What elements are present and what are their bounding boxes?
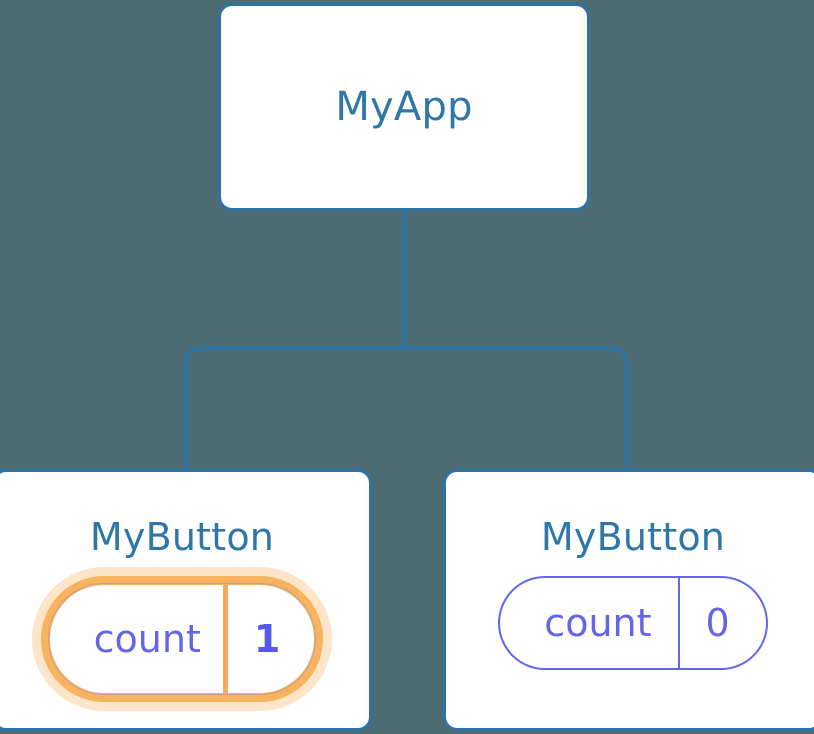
node-myapp[interactable]: MyApp: [218, 3, 590, 211]
state-value-label: 0: [705, 601, 730, 645]
state-pill-highlighted[interactable]: count 1: [40, 576, 324, 702]
node-title: MyButton: [89, 515, 275, 559]
node-title: MyApp: [335, 84, 473, 130]
node-mybutton-left[interactable]: MyButton count 1: [0, 469, 372, 731]
state-pill-value: 0: [677, 578, 766, 668]
state-pill-area: count 1: [40, 576, 324, 702]
state-key-label: count: [544, 601, 652, 645]
state-pill-key: count: [50, 585, 223, 693]
state-pill-value: 1: [222, 585, 314, 693]
connector-branch-bar: [184, 346, 629, 472]
state-pill-plain[interactable]: count 0: [498, 576, 768, 670]
state-value-label: 1: [253, 617, 281, 661]
state-pill-area: count 0: [498, 576, 768, 670]
state-pill[interactable]: count 0: [498, 576, 768, 670]
state-pill-key: count: [500, 578, 677, 668]
node-mybutton-right[interactable]: MyButton count 0: [443, 469, 814, 731]
state-pill[interactable]: count 1: [40, 576, 324, 702]
node-title: MyButton: [540, 515, 726, 559]
state-key-label: count: [93, 617, 201, 661]
